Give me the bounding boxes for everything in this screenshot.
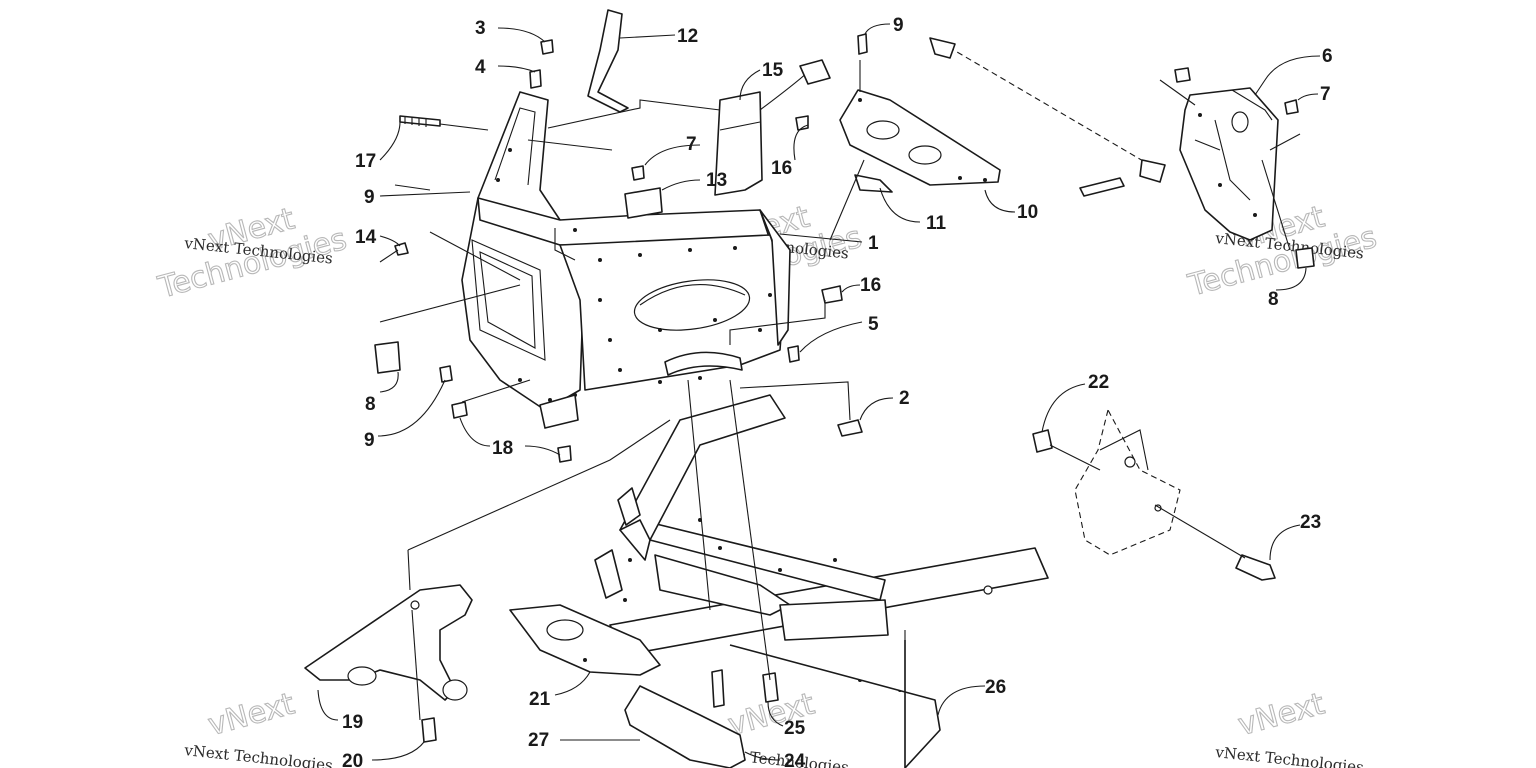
callout-19: 19 <box>342 712 363 733</box>
callout-15: 15 <box>762 60 784 81</box>
callout-16-top: 16 <box>771 158 792 179</box>
callout-6: 6 <box>1322 46 1333 67</box>
part-10-bracket <box>839 89 1001 193</box>
part-12-panel <box>587 9 629 113</box>
callout-9-top: 9 <box>893 15 904 36</box>
callout-18: 18 <box>492 438 513 459</box>
frame-assembly <box>509 394 1049 768</box>
callout-13: 13 <box>706 170 727 191</box>
callout-2: 2 <box>899 388 910 409</box>
watermark-line-f: vNext Technologies <box>1214 743 1365 768</box>
callout-9-lower: 9 <box>364 430 375 451</box>
lower-small-parts <box>421 669 779 768</box>
callout-labels: 3 4 12 15 9 6 7 17 7 16 13 9 11 10 14 1 … <box>342 15 1333 768</box>
callout-1: 1 <box>868 233 879 254</box>
callout-7-center: 7 <box>686 134 697 155</box>
callout-11: 11 <box>926 213 947 234</box>
callout-14: 14 <box>355 227 377 248</box>
callout-12: 12 <box>677 26 698 47</box>
callout-16-mid: 16 <box>860 275 881 296</box>
callout-8-left: 8 <box>365 394 376 415</box>
callout-27: 27 <box>528 730 549 751</box>
callout-26: 26 <box>985 677 1006 698</box>
upper-fasteners <box>374 33 868 463</box>
part-19-casting <box>304 584 473 701</box>
part-22-bracket <box>1032 408 1276 581</box>
callout-3: 3 <box>475 18 486 39</box>
callout-10: 10 <box>1017 202 1038 223</box>
callout-7-right: 7 <box>1320 84 1331 105</box>
watermark-big-1f: vNext <box>1234 686 1328 743</box>
part-15-module <box>714 59 831 196</box>
bulkhead-assembly <box>461 91 791 429</box>
callout-9-left: 9 <box>364 187 375 208</box>
callout-24: 24 <box>784 751 806 768</box>
callout-17: 17 <box>355 151 376 172</box>
callout-23: 23 <box>1300 512 1321 533</box>
callout-20: 20 <box>342 751 363 768</box>
watermark-line-d: vNext Technologies <box>183 741 334 768</box>
watermark-big-1d: vNext <box>204 686 298 743</box>
callout-21: 21 <box>529 689 551 710</box>
leader-lines <box>317 23 1321 761</box>
callout-8-right: 8 <box>1268 289 1279 310</box>
callout-22: 22 <box>1088 372 1109 393</box>
callout-5: 5 <box>868 314 879 335</box>
part-6-bracket <box>1174 67 1315 269</box>
callout-25: 25 <box>784 718 806 739</box>
callout-4: 4 <box>475 57 486 78</box>
